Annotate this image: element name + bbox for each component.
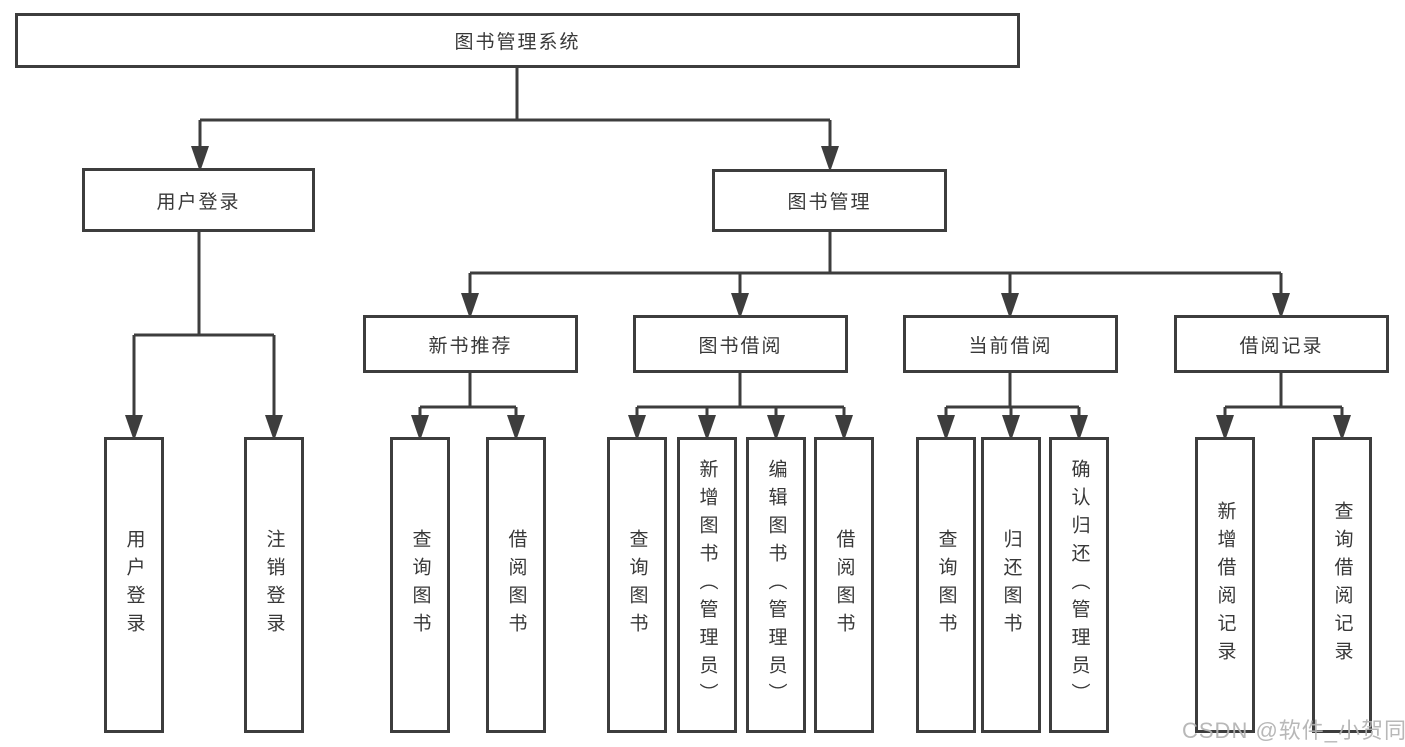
arrowhead-cb-return xyxy=(1002,415,1020,441)
node-nb-borrow-books: 借阅图书 xyxy=(486,437,546,733)
node-bb-add-books-admin: 新增图书（管理员） xyxy=(677,437,737,733)
node-label: 图书借阅 xyxy=(698,335,783,357)
arrowhead-bb-borrow xyxy=(835,415,853,441)
node-label: 归还图书 xyxy=(1000,529,1022,641)
arrowhead-nb-query xyxy=(411,415,429,441)
arrowhead-new-book-rec xyxy=(461,293,479,319)
node-label: 借阅图书 xyxy=(505,529,527,641)
arrowhead-book-mgmt xyxy=(821,146,839,172)
arrowhead-nb-borrow xyxy=(507,415,525,441)
node-book-borrow: 图书借阅 xyxy=(633,315,848,373)
node-label: 查询图书 xyxy=(626,529,648,641)
node-label: 新增图书（管理员） xyxy=(696,459,718,711)
node-bb-edit-books-admin: 编辑图书（管理员） xyxy=(746,437,806,733)
arrowhead-borrow-records xyxy=(1272,293,1290,319)
node-label: 借阅图书 xyxy=(833,529,855,641)
node-leaf-user-login: 用户登录 xyxy=(104,437,164,733)
node-label: 注销登录 xyxy=(263,529,285,641)
arrowhead-user-login xyxy=(191,146,209,172)
arrowhead-current-borrow xyxy=(1001,293,1019,319)
node-br-query-record: 查询借阅记录 xyxy=(1312,437,1372,733)
node-label: 查询图书 xyxy=(409,529,431,641)
arrowhead-book-borrow xyxy=(731,293,749,319)
node-borrow-records: 借阅记录 xyxy=(1174,315,1389,373)
arrowhead-cb-query xyxy=(937,415,955,441)
node-label: 当前借阅 xyxy=(968,335,1053,357)
node-label: 查询借阅记录 xyxy=(1331,501,1353,669)
node-br-add-record: 新增借阅记录 xyxy=(1195,437,1255,733)
node-nb-query-books: 查询图书 xyxy=(390,437,450,733)
arrowhead-bb-edit xyxy=(767,415,785,441)
arrowhead-leaf-user-login xyxy=(125,415,143,441)
node-label: 新书推荐 xyxy=(428,335,513,357)
node-cb-return-books: 归还图书 xyxy=(981,437,1041,733)
node-leaf-logout: 注销登录 xyxy=(244,437,304,733)
arrowhead-br-query xyxy=(1333,415,1351,441)
node-cb-query-books: 查询图书 xyxy=(916,437,976,733)
arrowhead-bb-add xyxy=(698,415,716,441)
node-label: 确认归还（管理员） xyxy=(1068,459,1090,711)
node-label: 借阅记录 xyxy=(1239,335,1324,357)
node-book-mgmt: 图书管理 xyxy=(712,169,947,232)
watermark: CSDN @软件_小贺同学 xyxy=(1182,718,1405,743)
connector-root-to-level2 xyxy=(198,68,832,164)
node-label: 图书管理 xyxy=(787,192,872,213)
arrowhead-leaf-logout xyxy=(265,415,283,441)
node-root: 图书管理系统 xyxy=(15,13,1020,68)
node-label: 编辑图书（管理员） xyxy=(765,459,787,711)
node-label: 用户登录 xyxy=(156,191,241,213)
node-label: 用户登录 xyxy=(123,529,145,641)
connector-new-book-rec-children xyxy=(418,373,518,432)
node-user-login: 用户登录 xyxy=(82,168,315,232)
node-label: 查询图书 xyxy=(935,529,957,641)
node-cb-confirm-return-admin: 确认归还（管理员） xyxy=(1049,437,1109,733)
node-label: 新增借阅记录 xyxy=(1214,501,1236,669)
connector-book-mgmt-children xyxy=(468,232,1283,312)
arrowhead-bb-query xyxy=(628,415,646,441)
arrowhead-cb-confirm xyxy=(1070,415,1088,441)
node-new-book-rec: 新书推荐 xyxy=(363,315,578,373)
node-bb-query-books: 查询图书 xyxy=(607,437,667,733)
node-bb-borrow-books: 借阅图书 xyxy=(814,437,874,733)
connector-user-login-children xyxy=(132,232,276,432)
arrowhead-br-add xyxy=(1216,415,1234,441)
connector-book-borrow-children xyxy=(635,373,846,432)
connector-borrow-records-children xyxy=(1223,373,1344,432)
node-label: 图书管理系统 xyxy=(454,32,581,53)
node-current-borrow: 当前借阅 xyxy=(903,315,1118,373)
